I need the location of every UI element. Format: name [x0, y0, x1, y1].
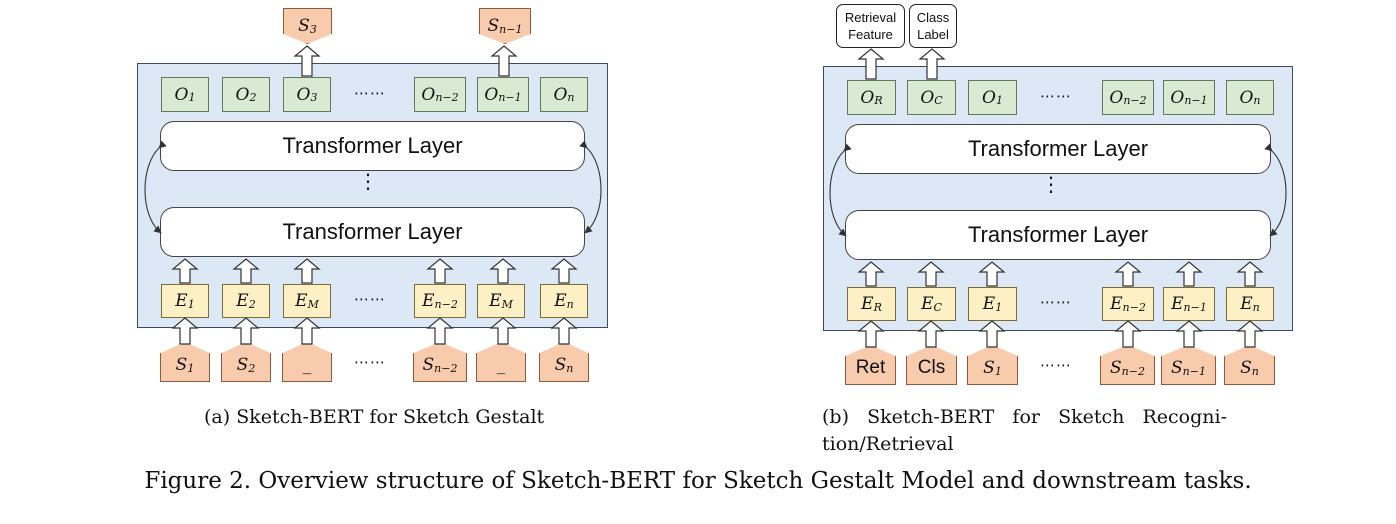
- panel-b-input-box: Cls: [906, 345, 957, 385]
- panel-a-input-ellipsis: ⋯⋯: [354, 353, 386, 371]
- panel-b-input-ellipsis: ⋯⋯: [1040, 356, 1072, 374]
- panel-b-output-ellipsis: ⋯⋯: [1040, 87, 1072, 105]
- panel-b-transformer-layer-bottom: Transformer Layer: [845, 210, 1271, 260]
- panel-a-input-box: _: [282, 342, 332, 382]
- panel-a-input-box: _: [476, 342, 526, 382]
- panel-a-encoder-frame: [137, 63, 608, 328]
- panel-a-transformer-layer-top: Transformer Layer: [160, 121, 585, 171]
- panel-a-output-ellipsis: ⋯⋯: [354, 84, 386, 102]
- panel-a-caption: (a) Sketch-BERT for Sketch Gestalt: [204, 406, 545, 428]
- panel-a-transformer-layer-bottom: Transformer Layer: [160, 207, 585, 257]
- panel-a-vertical-ellipsis: ⋮: [358, 169, 378, 193]
- panel-a-embedding-ellipsis: ⋯⋯: [354, 290, 386, 308]
- panel-b-embedding-ellipsis: ⋯⋯: [1040, 293, 1072, 311]
- panel-b-transformer-layer-top: Transformer Layer: [845, 124, 1271, 174]
- panel-b-input-box: Ret: [845, 345, 896, 385]
- panel-b-caption-line2: tion/Retrieval: [822, 433, 954, 455]
- panel-b-vertical-ellipsis: ⋮: [1041, 172, 1061, 196]
- panel-b-caption-line1: (b) Sketch-BERT for Sketch Recogni-: [822, 406, 1228, 428]
- figure-caption: Figure 2. Overview structure of Sketch-B…: [144, 468, 1252, 494]
